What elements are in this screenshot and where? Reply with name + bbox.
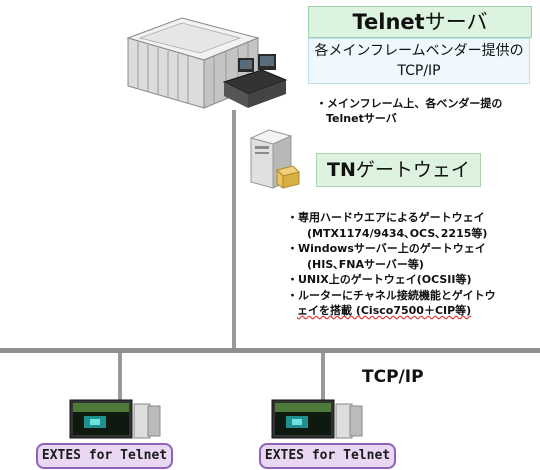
telnet-subtitle-line2: TCP/IP [397,63,441,79]
tn-gateway-title: TNゲートウェイ [316,153,481,187]
telnet-subtitle-line1: 各メインフレームベンダー提供の [314,43,524,59]
gateway-item: (MTX1174/9434､OCS､2215等) [307,226,488,240]
telnet-note-line1: ・メインフレーム上、各ベンダー提の [316,97,503,110]
gateway-item: ・Windowsサーバー上のゲートウェイ [287,242,486,255]
gateway-item: (HIS､FNAサーバー等) [307,257,424,271]
vertical-trunk-line [232,110,236,350]
tcpip-network-line [0,348,540,353]
client-pc-icon [271,399,363,439]
mainframe-icon [126,17,288,109]
client-label: EXTES for Telnet [36,443,173,469]
tn-gateway-title-kana: ゲートウェイ [355,159,470,181]
telnet-server-note: ・メインフレーム上、各ベンダー提の Telnetサーバ [316,96,502,126]
client1-drop-line [118,353,122,403]
client-label: EXTES for Telnet [259,443,396,469]
telnet-server-title-latin: Telnet [352,10,425,34]
telnet-note-line2: Telnetサーバ [326,112,397,125]
gateway-server-icon [249,129,300,189]
tn-gateway-title-latin: TN [327,159,356,181]
telnet-server-title-kana: サーバ [424,10,488,34]
telnet-server-subtitle: 各メインフレームベンダー提供の TCP/IP [308,38,530,84]
gateway-item: ェイを搭載 (Cisco7500＋CIP等) [287,303,537,319]
network-label: TCP/IP [362,367,424,387]
gateway-item-text: ェイを搭載 (Cisco7500＋CIP等) [297,304,472,317]
telnet-server-title: Telnetサーバ [308,6,532,38]
gateway-item: ・専用ハードウエアによるゲートウェイ [287,211,485,224]
client-pc-icon [69,399,161,439]
gateway-item: ・ルーターにチャネル接続機能とゲイトウ [287,288,496,302]
client2-drop-line [321,353,325,403]
gateway-item: ・UNIX上のゲートウェイ(OCSII等) [287,273,472,286]
tn-gateway-list: ・専用ハードウエアによるゲートウェイ (MTX1174/9434､OCS､221… [287,210,537,319]
